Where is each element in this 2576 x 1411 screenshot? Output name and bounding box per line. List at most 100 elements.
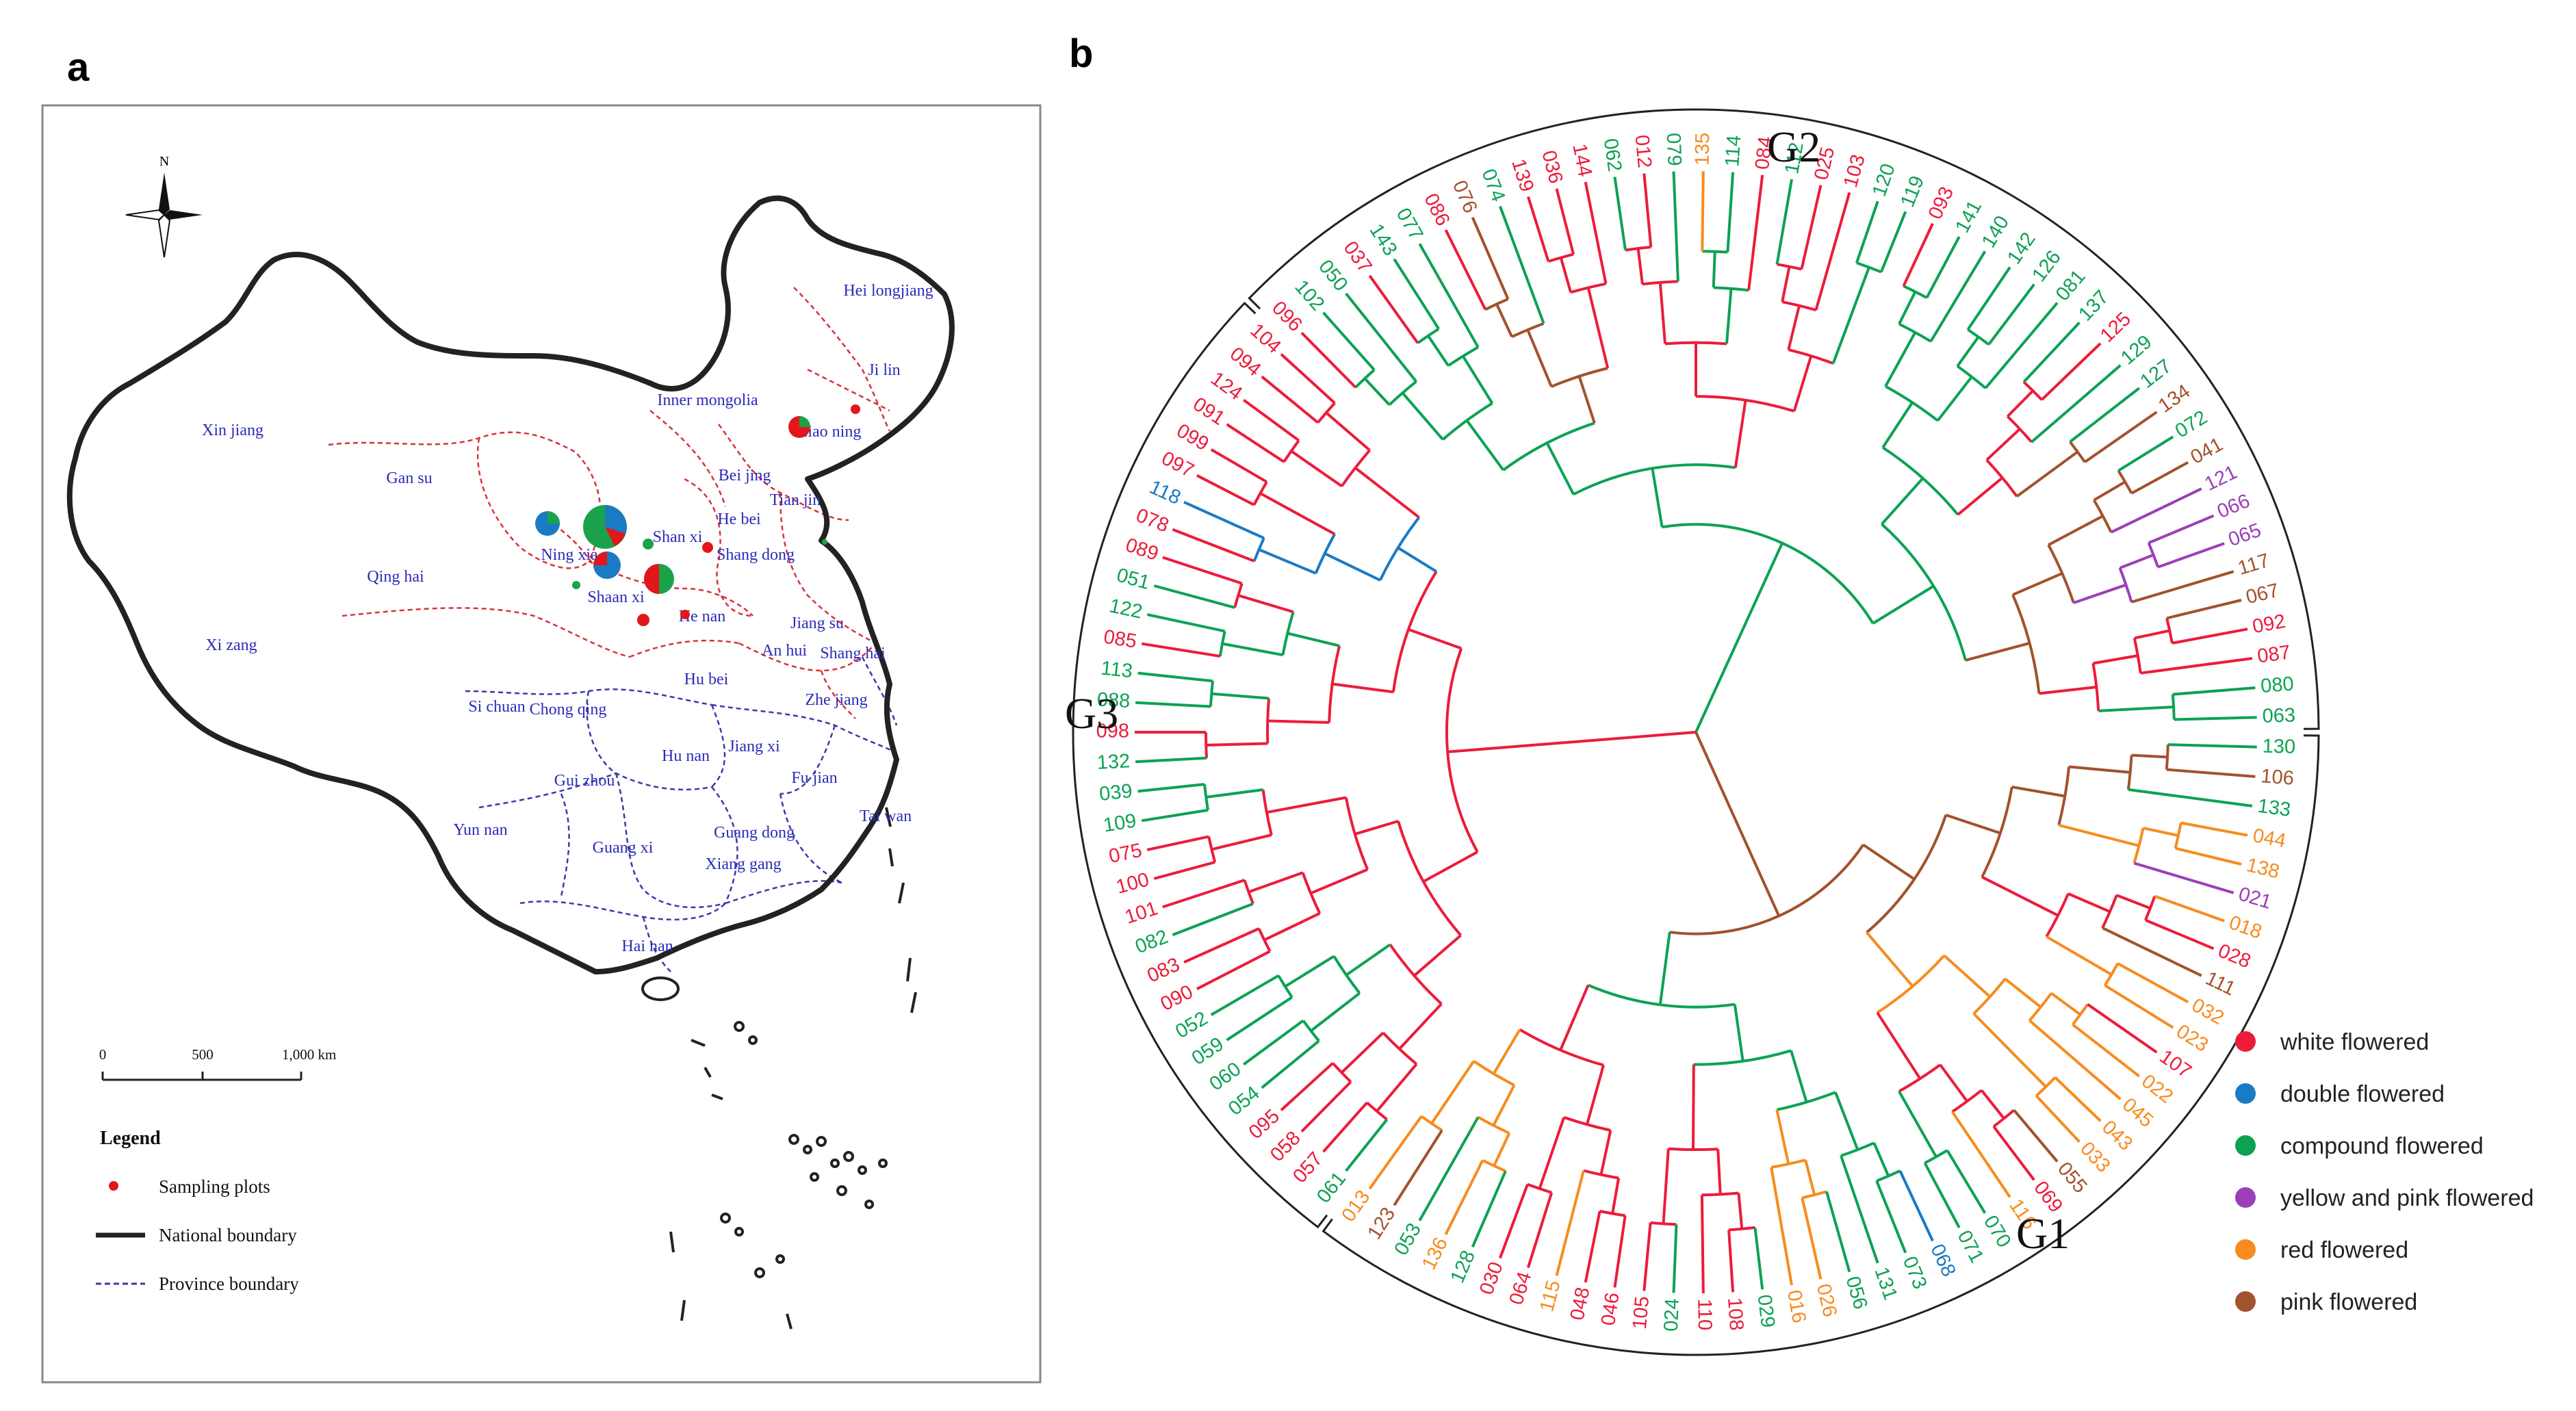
branch-arc [1205, 732, 1208, 758]
branch-line [1493, 1132, 1511, 1167]
branch-arc [1344, 797, 1369, 870]
branch-line [1577, 376, 1596, 424]
branch-line [2130, 570, 2234, 604]
branch-line [1137, 671, 1213, 683]
branch-line [1206, 788, 1263, 799]
key-label-red-flowered: red flowered [2280, 1237, 2408, 1263]
scale-tick-1000: 1,000 km [282, 1046, 336, 1063]
leaf-label-108: 108 [1723, 1297, 1747, 1331]
branch-line [1972, 1012, 2047, 1088]
leaf-label-029: 029 [1753, 1293, 1779, 1329]
map-legend: Legend Sampling plots National boundary … [96, 1128, 299, 1294]
branch-line [1322, 1102, 1368, 1153]
province-label-guang-xi: Guang xi [593, 839, 654, 857]
compass-icon: N [125, 154, 203, 258]
branch-line [1430, 1060, 1476, 1124]
branch-line [1881, 477, 1924, 526]
branch-line [2035, 1095, 2081, 1143]
branch-line [1992, 1125, 2035, 1181]
branch-line [1834, 1091, 1859, 1150]
branch-arc [1885, 385, 1939, 422]
branch-line [1210, 448, 1267, 483]
branch-line [1636, 248, 1644, 285]
province-label-guang-dong: Guang dong [714, 824, 795, 842]
branch-arc [1378, 516, 1421, 581]
branch-line [1210, 974, 1280, 1016]
branch-line [1801, 1198, 1822, 1280]
branch-arc [1866, 814, 1948, 934]
branch-line [1495, 303, 1513, 338]
branch-line [1263, 911, 1321, 942]
key-swatch-compound-flowered [2235, 1135, 2256, 1156]
scale-tick-0: 0 [99, 1046, 107, 1063]
branch-line [1872, 1142, 1890, 1177]
branch-line [1613, 177, 1627, 250]
leaf-label-062: 062 [1599, 137, 1626, 173]
branch-line [1929, 250, 1987, 342]
branch-line [1259, 492, 1336, 536]
leaf-label-079: 079 [1662, 133, 1686, 167]
province-label-shaan-xi: Shaan xi [587, 588, 645, 606]
branch-line [2050, 992, 2081, 1016]
branch-line [1981, 875, 2059, 917]
branch-line [2154, 894, 2225, 922]
branch-line [1643, 1222, 1652, 1291]
branch-line [1447, 731, 1697, 753]
branch-line [1398, 1002, 1443, 1050]
branch-line [2012, 572, 2063, 597]
province-label-chong-qing: Chong qing [530, 701, 607, 719]
branch-arc [1473, 1060, 1515, 1087]
legend-sampling-plots: Sampling plots [159, 1176, 270, 1197]
branch-line [1172, 902, 1254, 937]
branch-line [1340, 1031, 1384, 1074]
sample-dot-ningxia-4 [572, 581, 580, 589]
branch-line [2011, 786, 2065, 798]
branch-line [2166, 768, 2256, 778]
branch-line [1418, 1116, 1480, 1221]
branch-line [1499, 1184, 1529, 1259]
branch-line [1662, 1148, 1670, 1224]
branch-line [2145, 918, 2215, 950]
branch-line [1422, 851, 1478, 883]
branch-line [1146, 835, 1209, 851]
branch-arc [1664, 341, 1727, 346]
bracket-g3 [1072, 301, 1328, 1229]
branch-line [1332, 682, 1394, 694]
branch-line [1183, 927, 1260, 964]
province-label-gui-zhou: Gui zhou [554, 772, 615, 790]
branch-line [1261, 375, 1319, 424]
branch-line [2128, 788, 2253, 807]
sample-dot-henan [680, 610, 690, 619]
branch-line [2110, 487, 2202, 534]
branch-line [2093, 480, 2126, 502]
branch-line [1775, 1109, 1790, 1165]
branch-arc [2011, 594, 2041, 694]
branch-line [2087, 1003, 2158, 1054]
province-label-zhe-jiang: Zhe jiang [805, 691, 867, 709]
branch-arc [1389, 944, 1443, 1005]
branch-line [1753, 1227, 1764, 1290]
branch-line [1898, 1170, 1934, 1242]
branch-arc [1502, 422, 1595, 471]
tree-branches [1135, 171, 2257, 1293]
province-label-fu-jian: Fu jian [791, 769, 837, 787]
branch-line [1401, 391, 1444, 441]
branch-arc [1693, 1049, 1792, 1066]
map-frame [41, 104, 1042, 1384]
branch-line [1939, 1063, 1968, 1102]
group-label-g2: G2 [1767, 122, 1820, 171]
province-label-tian-jin: Tian jin [770, 491, 821, 509]
branch-line [1775, 179, 1793, 265]
branch-arc [2057, 766, 2070, 826]
leaf-label-132: 132 [1096, 750, 1131, 774]
branch-line [2172, 627, 2248, 645]
branch-line [1324, 552, 1381, 582]
sampling-points [535, 404, 860, 626]
branch-line [1985, 428, 2021, 461]
branch-line [1898, 291, 1917, 325]
leaf-label-088: 088 [1096, 688, 1131, 712]
province-label-shang-dong: Shang dong [717, 546, 795, 564]
leaf-label-080: 080 [2260, 673, 2295, 697]
branch-line [1492, 1028, 1521, 1075]
